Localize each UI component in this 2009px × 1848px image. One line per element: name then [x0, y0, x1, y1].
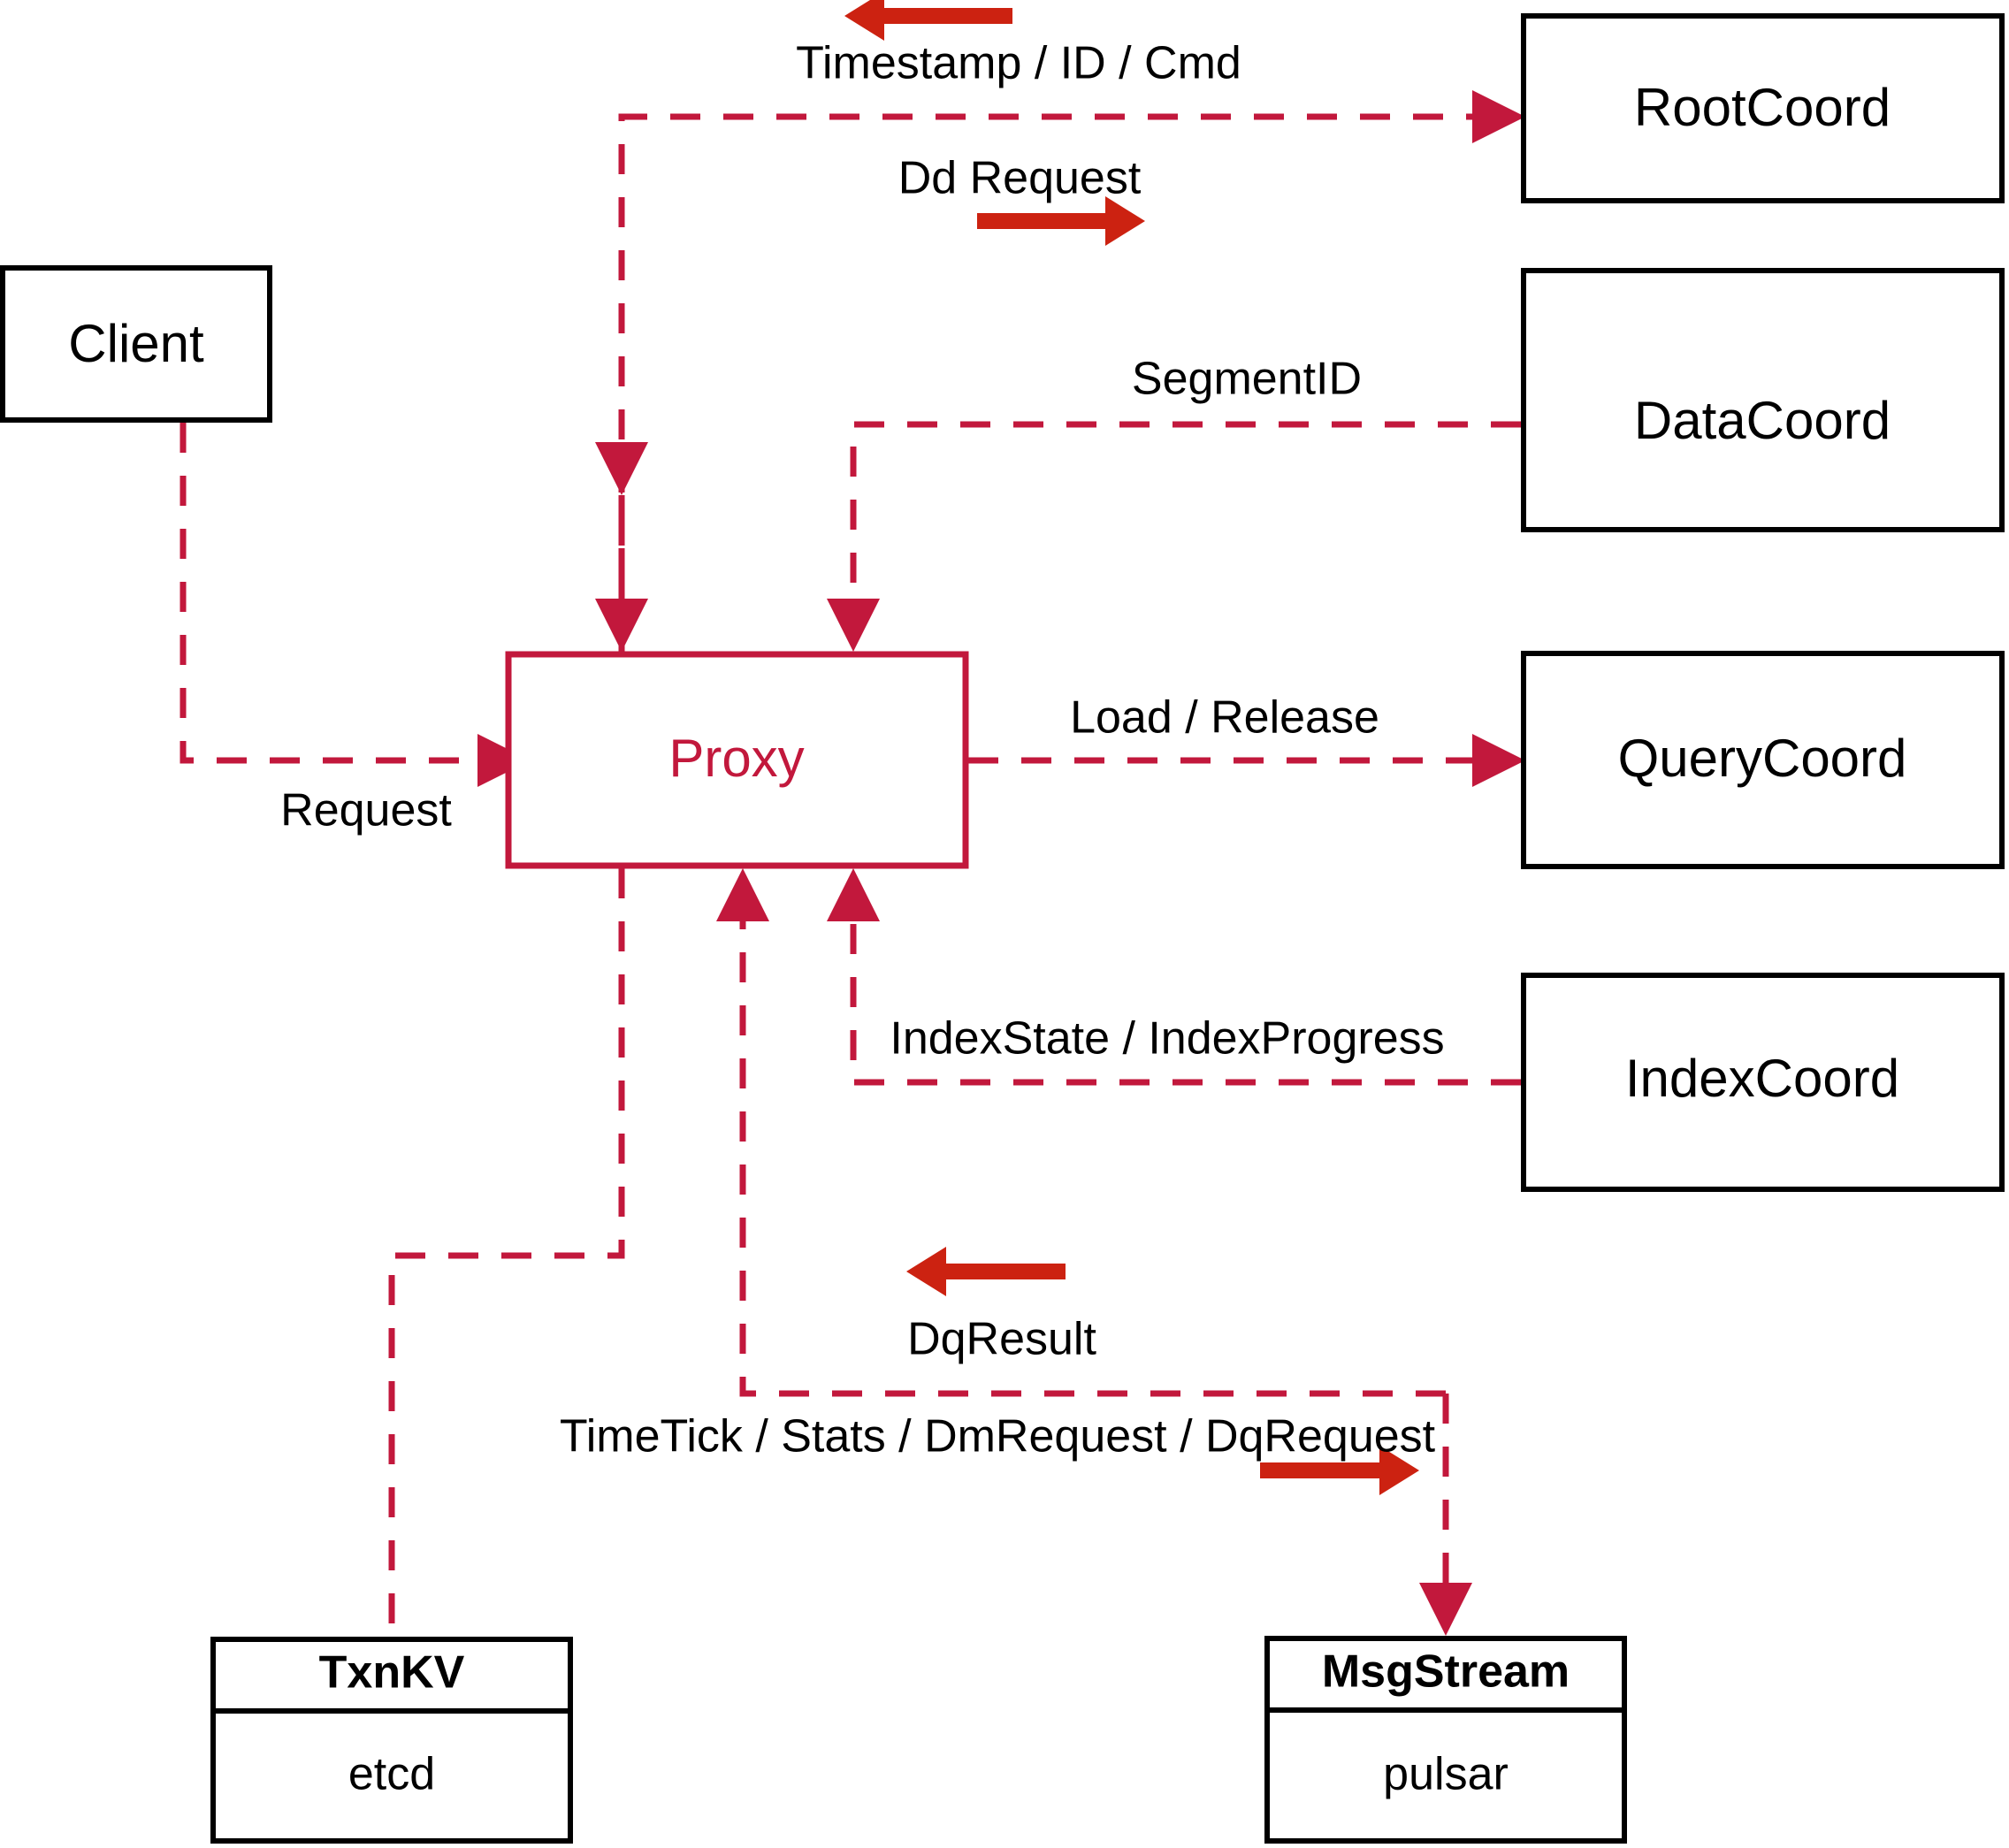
edge-proxy-to-txnkv	[388, 868, 625, 1637]
edge-index-coord-to-proxy-path	[850, 893, 1521, 1086]
edge-data-coord-to-proxy-arrowhead	[827, 599, 880, 652]
node-client[interactable]: Client	[0, 265, 272, 423]
node-msgstream[interactable]: MsgStream pulsar	[1264, 1636, 1627, 1844]
edge-index-coord-to-proxy-arrowhead	[827, 868, 880, 921]
node-proxy[interactable]: Proxy	[505, 651, 969, 869]
node-root-coord-label: RootCoord	[1634, 78, 1891, 137]
node-data-coord-box[interactable]	[1521, 268, 2005, 532]
edge-proxy-to-msgstream	[1419, 1394, 1472, 1636]
node-index-coord[interactable]: IndexCoord	[1521, 973, 2005, 1192]
edge-client-to-proxy	[180, 423, 531, 787]
node-data-coord-label: DataCoord	[1634, 391, 1891, 450]
edge-label-dqresult: DqResult	[907, 1314, 1096, 1365]
node-msgstream-box[interactable]	[1264, 1636, 1627, 1844]
node-msgstream-body: pulsar	[1383, 1749, 1509, 1800]
edge-proxy-to-query-coord-arrowhead	[1472, 734, 1525, 787]
node-query-coord-box[interactable]	[1521, 651, 2005, 869]
node-proxy-label: Proxy	[668, 729, 804, 788]
edge-label-request: Request	[280, 785, 452, 836]
edge-msgstream-to-proxy	[716, 868, 1446, 1397]
direction-arrow-timestamp-id-cmd	[844, 0, 1012, 41]
edge-index-coord-to-proxy	[827, 868, 1521, 1086]
direction-arrow-timetick-head	[1379, 1446, 1419, 1495]
edge-data-coord-to-proxy	[827, 421, 1521, 652]
node-query-coord[interactable]: QueryCoord	[1521, 651, 2005, 869]
edge-msgstream-to-proxy-arrowhead	[716, 868, 769, 921]
edge-client-to-proxy-arrowhead	[477, 734, 531, 787]
edge-proxy-to-txnkv-path	[388, 868, 625, 1637]
edge-label-index-state-progress: IndexState / IndexProgress	[890, 1013, 1444, 1065]
edge-proxy-to-root-coord	[595, 90, 1525, 652]
edge-proxy-to-root-coord-arrowhead	[1472, 90, 1525, 143]
direction-arrow-dd-request	[977, 196, 1145, 246]
direction-arrow-timestamp-head	[844, 0, 884, 41]
node-txnkv-header: TxnKV	[319, 1647, 465, 1699]
node-txnkv-body: etcd	[348, 1749, 435, 1800]
node-txnkv[interactable]: TxnKV etcd	[210, 1637, 573, 1844]
node-index-coord-box[interactable]	[1521, 973, 2005, 1192]
node-txnkv-box[interactable]	[210, 1637, 573, 1844]
node-msgstream-header: MsgStream	[1322, 1646, 1570, 1698]
edge-label-dd-request: Dd Request	[898, 153, 1142, 204]
direction-arrow-timetick	[1260, 1446, 1419, 1495]
node-index-coord-label: IndexCoord	[1625, 1049, 1899, 1108]
edge-data-coord-to-proxy-path	[850, 421, 1521, 652]
direction-arrow-dd-request-head	[1105, 196, 1145, 246]
edge-proxy-to-query-coord	[968, 734, 1525, 787]
edge-into-proxy-top-left-arrowhead	[595, 599, 648, 652]
node-client-box[interactable]	[0, 265, 272, 423]
edge-proxy-to-msgstream-arrowhead	[1419, 1583, 1472, 1636]
node-root-coord-box[interactable]	[1521, 13, 2005, 203]
node-query-coord-label: QueryCoord	[1618, 729, 1907, 788]
edge-label-timestamp-id-cmd: Timestamp / ID / Cmd	[796, 38, 1241, 89]
edge-client-to-proxy-path	[180, 423, 477, 764]
node-client-label: Client	[68, 314, 204, 373]
direction-arrow-dqresult	[906, 1247, 1066, 1296]
edge-msgstream-to-proxy-path	[739, 893, 1446, 1397]
direction-arrow-dqresult-head	[906, 1247, 946, 1296]
node-data-coord[interactable]: DataCoord	[1521, 268, 2005, 532]
edge-label-load-release: Load / Release	[1070, 692, 1379, 744]
node-proxy-box[interactable]	[505, 651, 969, 869]
edge-label-segment-id: SegmentID	[1132, 354, 1362, 405]
edge-label-timetick-stats: TimeTick / Stats / DmRequest / DqRequest	[560, 1411, 1436, 1462]
node-root-coord[interactable]: RootCoord	[1521, 13, 2005, 203]
